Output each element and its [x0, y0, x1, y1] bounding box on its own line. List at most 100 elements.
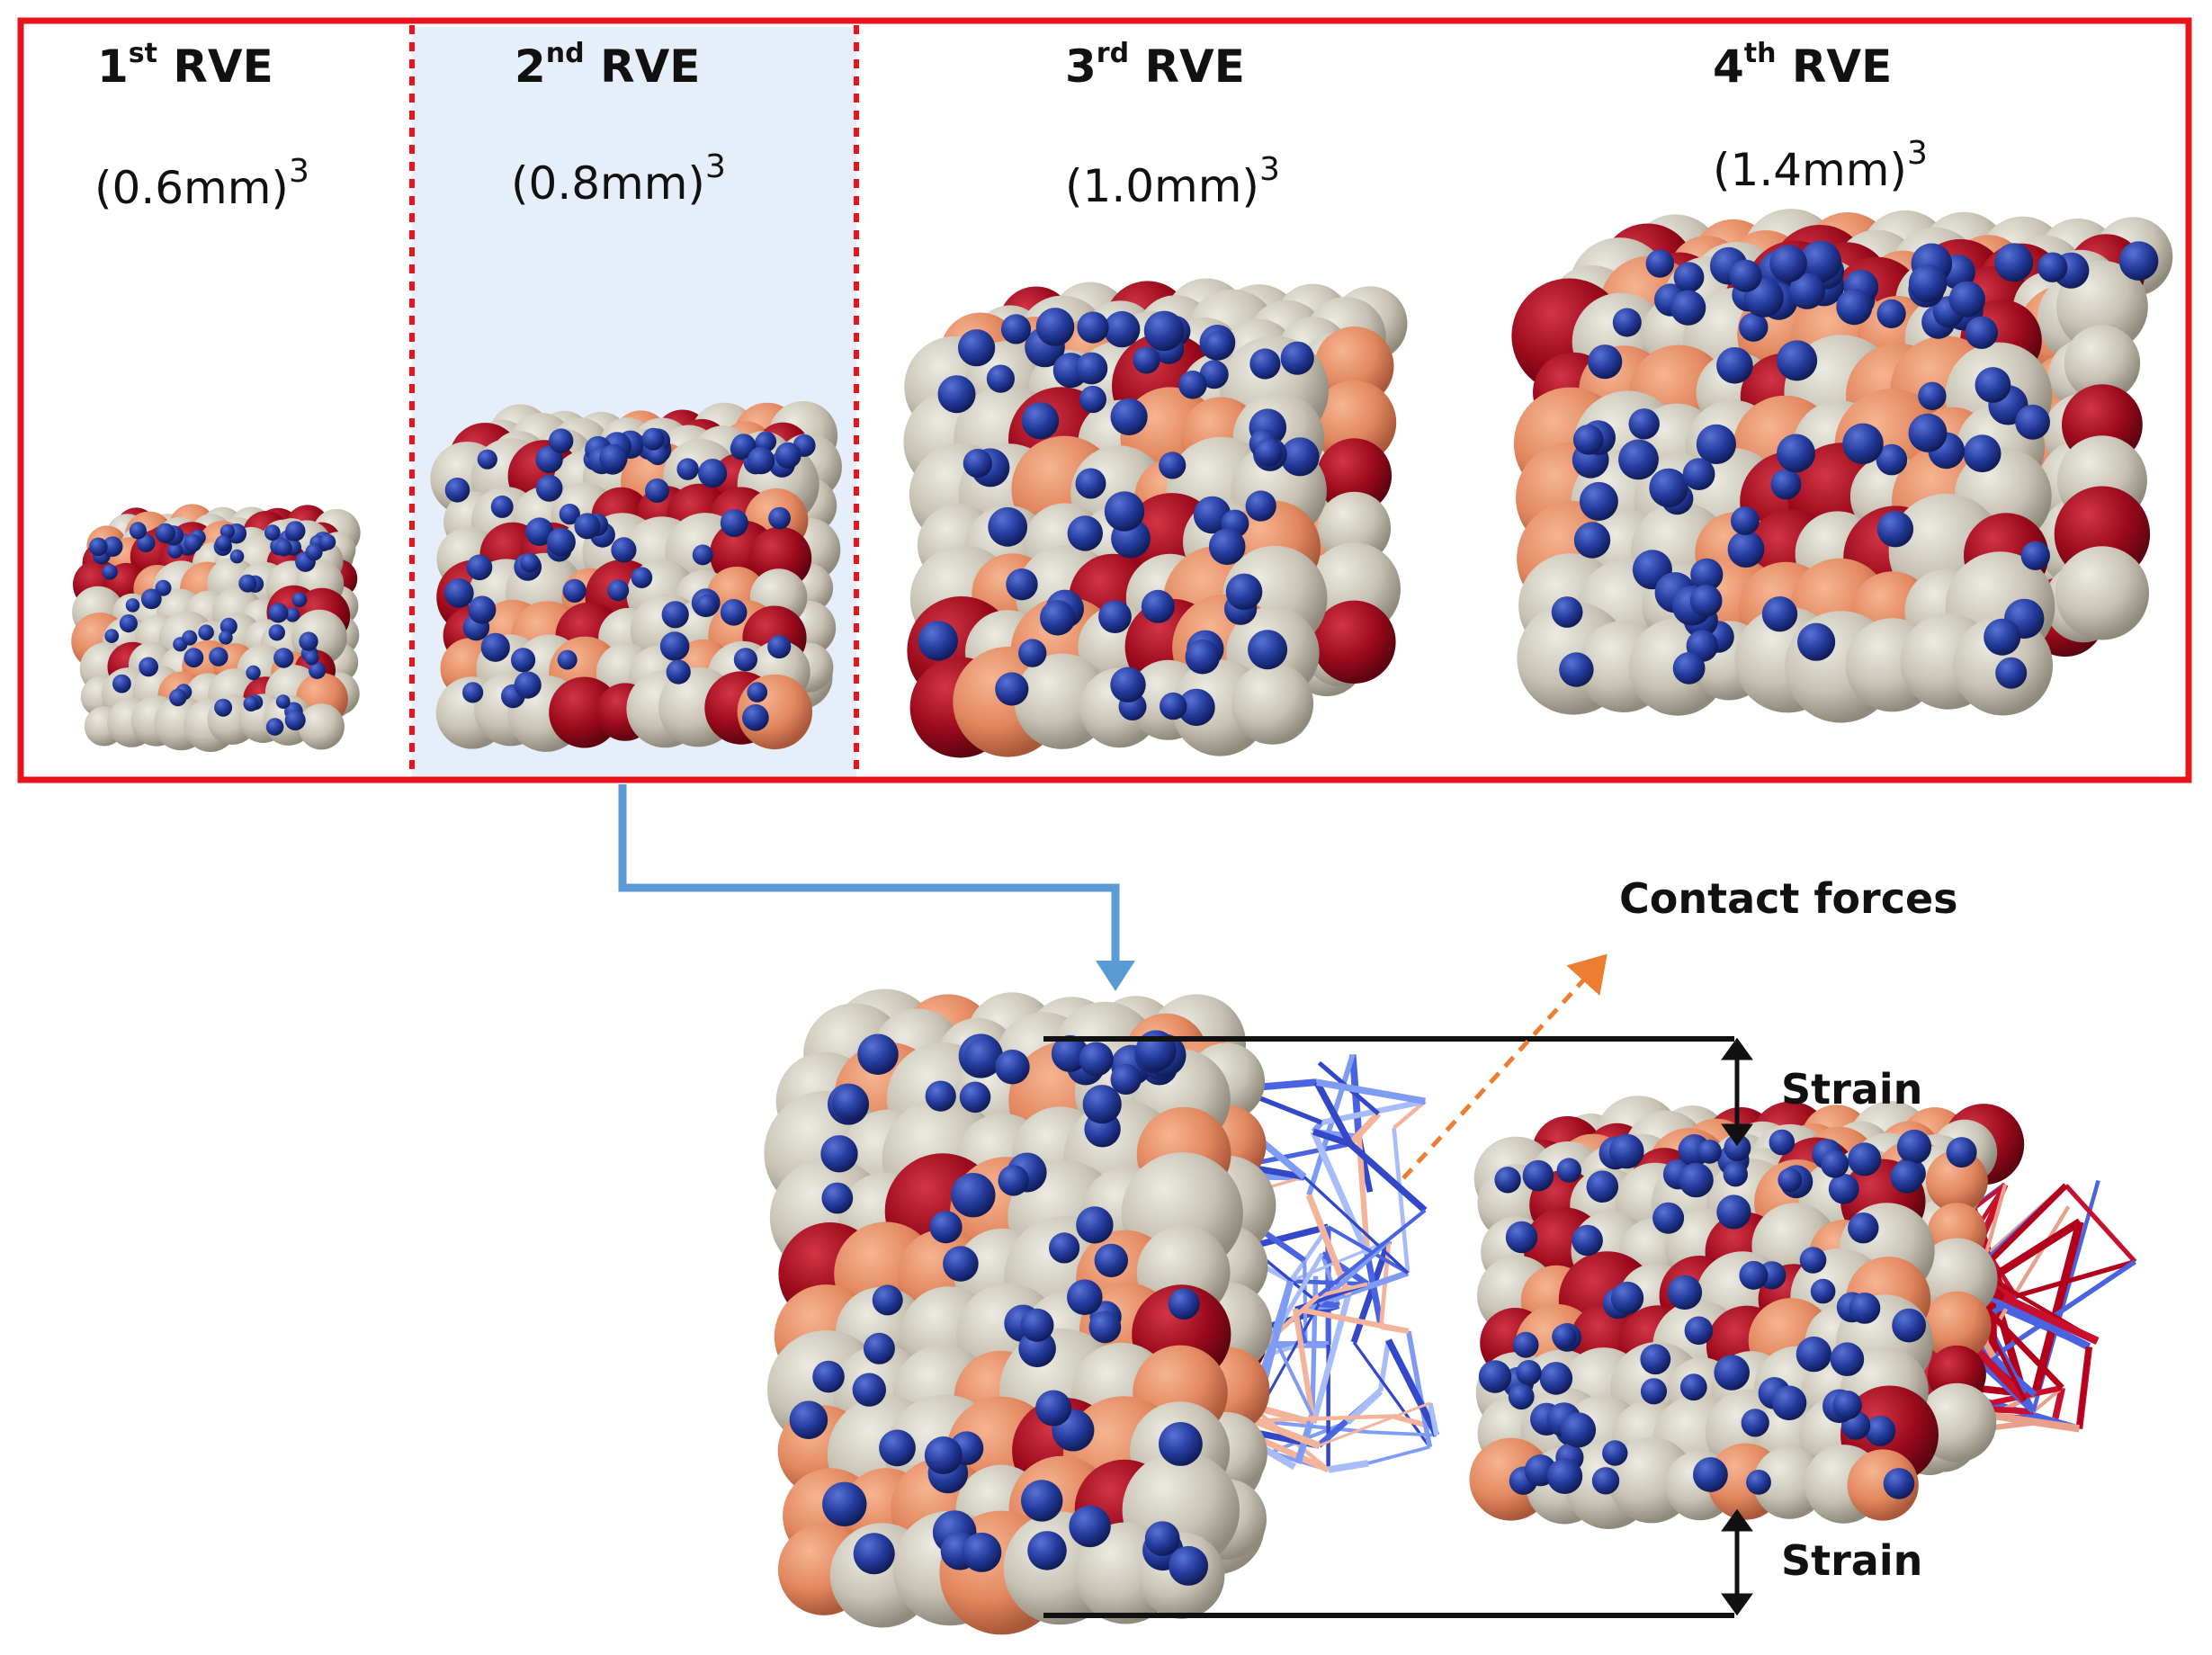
blue-particle — [1572, 425, 1604, 455]
rve-2-title: 2nd RVE — [515, 38, 701, 93]
blue-particle — [1254, 438, 1283, 467]
blue-particle — [963, 448, 992, 479]
blue-particle — [1248, 630, 1288, 670]
blue-particle — [104, 629, 120, 643]
blue-particle — [1672, 652, 1706, 684]
blue-particle — [1640, 1378, 1668, 1405]
blue-particle — [155, 579, 172, 596]
blue-particle — [309, 662, 327, 679]
blue-particle — [1552, 1324, 1577, 1349]
blue-particle — [169, 688, 187, 707]
blue-particle — [1810, 1278, 1836, 1304]
blue-particle — [695, 595, 718, 616]
blue-particle — [1832, 1391, 1862, 1420]
blue-particle — [661, 601, 689, 629]
contact-forces-pointer — [1402, 953, 1608, 1180]
contact-force-chain — [1367, 1445, 1430, 1465]
blue-particle — [291, 592, 308, 607]
blue-particle — [1110, 1063, 1142, 1095]
blue-particle — [89, 537, 108, 557]
blue-particle — [1771, 1385, 1807, 1421]
contact-force-chain — [1427, 1402, 1439, 1436]
blue-particle — [1199, 360, 1229, 389]
blue-particle — [820, 1135, 858, 1173]
blue-particle — [1094, 1243, 1129, 1278]
blue-particle — [1731, 506, 1760, 535]
blue-particle — [1741, 1409, 1769, 1437]
blue-particle — [1020, 1308, 1054, 1342]
blue-particle — [546, 527, 576, 557]
blue-particle — [963, 1038, 1003, 1078]
gray-particle — [2055, 546, 2149, 640]
blue-particle — [275, 694, 291, 709]
blue-particle — [1628, 408, 1660, 440]
blue-particle — [1739, 312, 1769, 342]
contact-force-chain — [1253, 1414, 1393, 1423]
blue-particle — [1724, 1134, 1751, 1162]
blue-particle — [1777, 434, 1815, 473]
blue-particle — [462, 682, 484, 703]
blue-particle — [962, 1532, 1002, 1572]
blue-particle — [1143, 310, 1185, 352]
blue-particle — [1716, 1194, 1751, 1230]
blue-particle — [535, 445, 563, 473]
blue-particle — [1649, 468, 1688, 508]
contact-force-chain — [2051, 1387, 2066, 1421]
blue-particle — [1830, 1342, 1865, 1376]
blue-particle — [2037, 252, 2068, 282]
blue-particle — [1159, 452, 1187, 479]
contact-force-chain — [2002, 1293, 2100, 1345]
blue-particle — [943, 1246, 979, 1282]
blue-particle — [1104, 491, 1145, 532]
blue-particle — [998, 1165, 1029, 1196]
contact-force-chain — [1405, 1330, 1433, 1448]
blue-particle — [1572, 1224, 1603, 1257]
blue-particle — [1679, 1373, 1707, 1401]
contact-force-chain — [1252, 1417, 1321, 1449]
strain-bottom-arrow — [1721, 1508, 1753, 1616]
blue-particle — [1761, 596, 1798, 632]
blue-particle — [607, 579, 630, 602]
blue-particle — [1505, 1221, 1538, 1254]
contact-force-chain — [1303, 1176, 1410, 1275]
blue-particle — [140, 588, 162, 610]
blue-particle — [1104, 310, 1141, 348]
blue-particle — [1908, 264, 1948, 303]
blue-particle — [1000, 314, 1032, 344]
blue-particle — [1478, 1360, 1512, 1393]
blue-particle — [812, 1360, 845, 1393]
blue-particle — [1040, 600, 1076, 636]
blue-particle — [1075, 468, 1106, 499]
contact-force-chain — [1306, 1053, 1356, 1196]
contact-forces-label: Contact forces — [1619, 874, 1958, 923]
blue-particle — [1876, 511, 1914, 548]
blue-particle — [1516, 1360, 1542, 1386]
blue-particle — [1021, 1480, 1063, 1522]
blue-particle — [1908, 413, 1948, 452]
blue-particle — [246, 665, 261, 681]
contact-force-chain — [2032, 1386, 2064, 1413]
blue-particle — [1693, 1457, 1728, 1492]
strain-bottom-label: Strain — [1781, 1536, 1923, 1585]
blue-particle — [443, 578, 474, 608]
blue-particle — [1067, 1279, 1103, 1315]
blue-particle — [219, 523, 235, 539]
blue-particle — [1918, 381, 1947, 410]
blue-particle — [1836, 289, 1873, 326]
contact-force-chain — [1320, 1251, 1369, 1287]
blue-particle — [1110, 398, 1148, 435]
blue-particle — [1645, 249, 1675, 278]
blue-particle — [559, 504, 580, 525]
blue-particle — [1508, 1383, 1535, 1410]
blue-particle — [1769, 245, 1807, 282]
blue-particle — [1168, 1288, 1200, 1320]
gray-particle — [2064, 325, 2141, 401]
blue-particle — [511, 648, 536, 673]
blue-particle — [284, 710, 306, 731]
blue-particle — [1963, 434, 2002, 473]
blue-particle — [1739, 1260, 1769, 1290]
blue-particle — [119, 614, 138, 633]
contact-force-chain — [1327, 1459, 1369, 1473]
blue-particle — [666, 659, 691, 684]
